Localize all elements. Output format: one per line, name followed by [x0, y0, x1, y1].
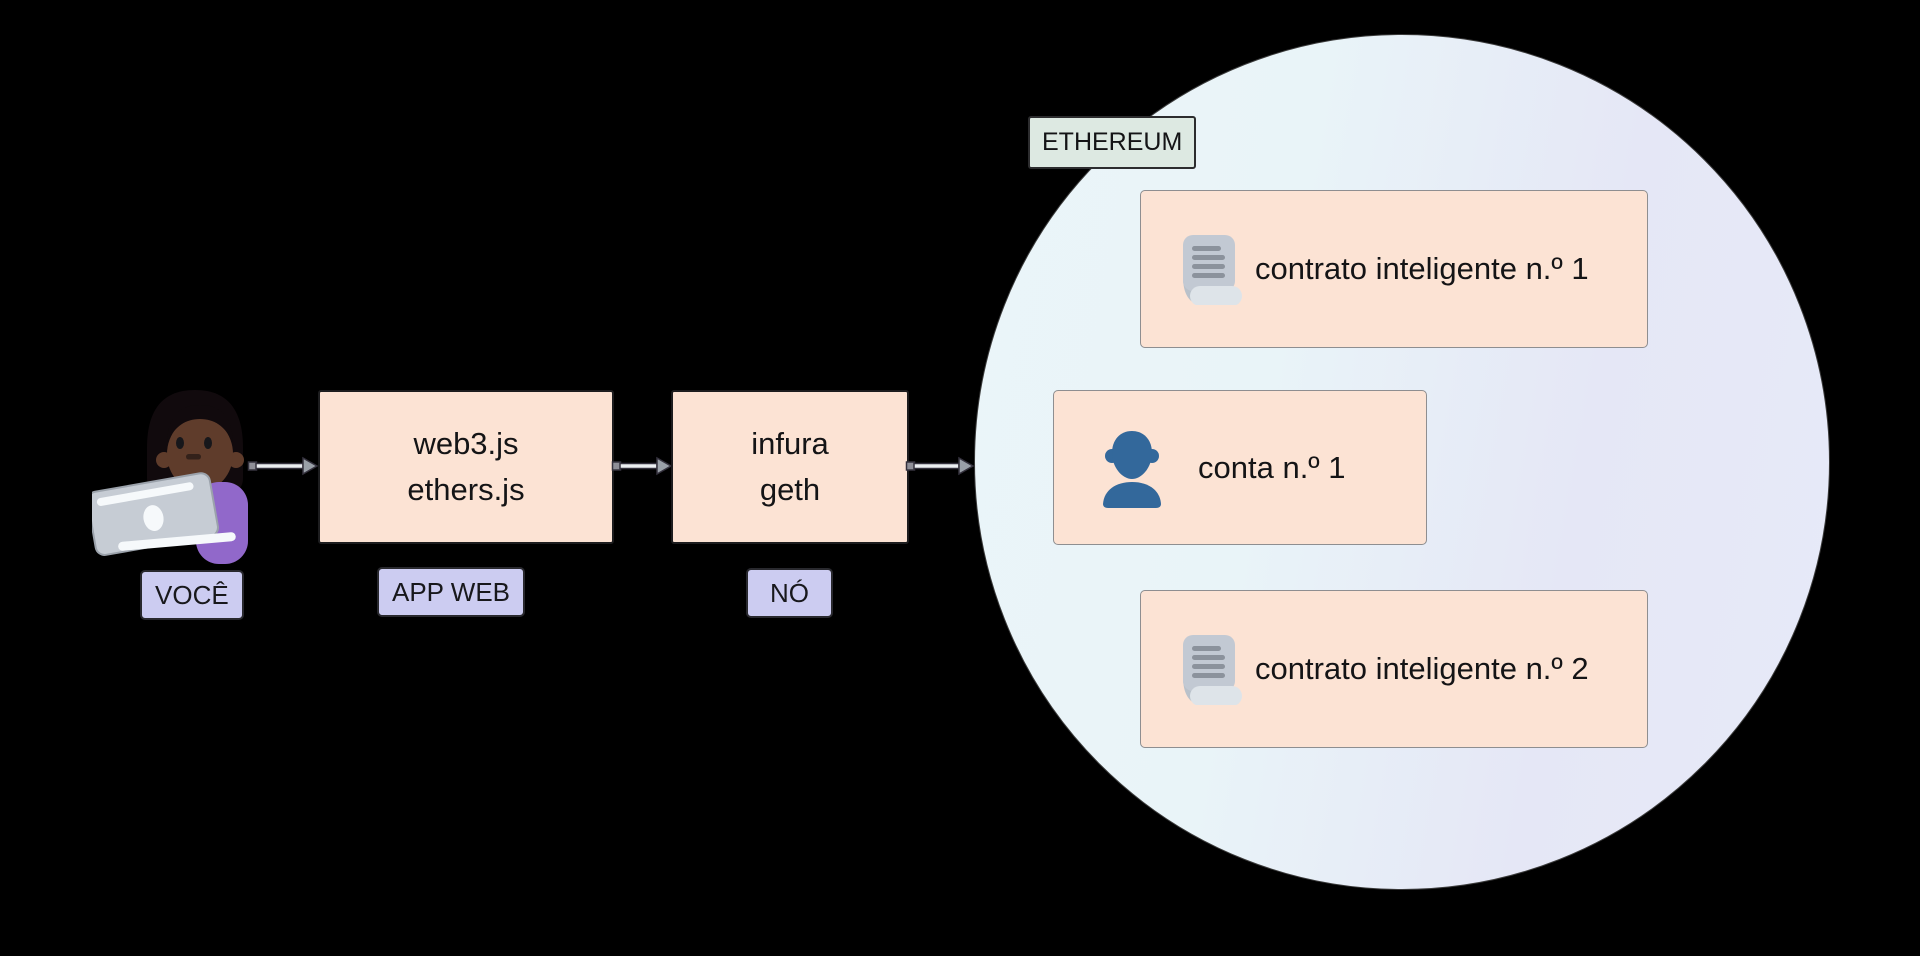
arrow-webapp-to-node-icon	[611, 456, 673, 476]
account-1-box: conta n.º 1	[1053, 390, 1427, 545]
smart-contract-1-box: contrato inteligente n.º 1	[1140, 190, 1648, 348]
webapp-line2: ethers.js	[407, 472, 525, 507]
ethereum-tag: ETHEREUM	[1028, 116, 1197, 169]
arrow-you-to-webapp-icon	[247, 456, 319, 476]
node-box: infura geth	[671, 390, 909, 544]
node-line2: geth	[759, 472, 821, 507]
ethereum-tag-label: ETHEREUM	[1042, 128, 1183, 156]
webapp-line1: web3.js	[413, 426, 519, 461]
node-tag: NÓ	[746, 568, 833, 618]
you-tag: VOCÊ	[140, 570, 244, 620]
arrow-node-to-ethereum-icon	[905, 456, 975, 476]
smart-contract-2-box: contrato inteligente n.º 2	[1140, 590, 1648, 748]
smart-contract-1-label: contrato inteligente n.º 1	[1255, 251, 1589, 286]
app-web-tag: APP WEB	[377, 567, 526, 617]
webapp-box: web3.js ethers.js	[318, 390, 614, 544]
person-silhouette-icon	[1103, 430, 1161, 508]
smart-contract-2-label: contrato inteligente n.º 2	[1255, 651, 1589, 686]
app-web-tag-label: APP WEB	[392, 577, 511, 607]
scroll-icon	[1183, 635, 1242, 705]
node-tag-label: NÓ	[770, 578, 809, 608]
you-tag-label: VOCÊ	[155, 580, 229, 610]
scroll-icon	[1183, 235, 1242, 305]
node-line1: infura	[751, 426, 829, 461]
account-1-label: conta n.º 1	[1198, 449, 1346, 485]
woman-technologist-emoji	[92, 390, 248, 564]
